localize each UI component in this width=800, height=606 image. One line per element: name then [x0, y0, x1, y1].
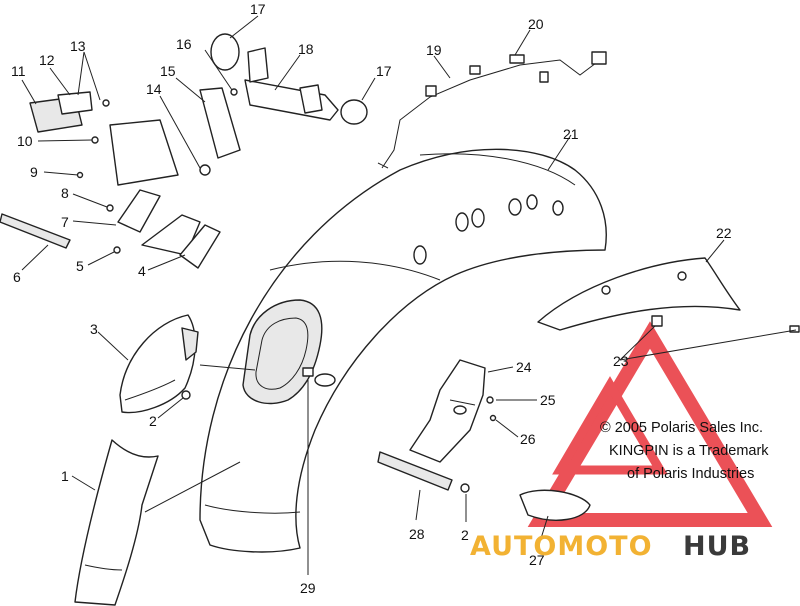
callout-27: 27: [529, 552, 545, 568]
callout-19: 19: [426, 42, 442, 58]
hardware: [76, 88, 497, 493]
watermark-wordmark: AUTOMOTO HUB: [470, 531, 751, 562]
watermark-text-b: HUB: [683, 531, 751, 562]
callout-13: 13: [70, 38, 86, 54]
light-bracket: [244, 47, 339, 121]
callout-2a: 2: [149, 413, 157, 429]
callout-5: 5: [76, 258, 84, 274]
side-reflector: [519, 489, 591, 521]
callout-29: 29: [300, 580, 316, 596]
rear-fender: [199, 148, 607, 553]
callout-4: 4: [138, 263, 146, 279]
callout-15: 15: [160, 63, 176, 79]
callout-22: 22: [716, 225, 732, 241]
watermark-text-a: AUTOMOTO: [470, 531, 653, 562]
copyright-line-3: of Polaris Industries: [627, 466, 754, 482]
mounting-bracket: [409, 359, 486, 463]
copyright-line-1: © 2005 Polaris Sales Inc.: [600, 420, 763, 436]
license-bracket: [109, 87, 241, 186]
callout-26: 26: [520, 431, 536, 447]
callout-8: 8: [61, 185, 69, 201]
reflector-top: [210, 33, 240, 71]
callout-17a: 17: [250, 1, 266, 17]
callout-6: 6: [13, 269, 21, 285]
callout-17b: 17: [376, 63, 392, 79]
callout-18: 18: [298, 41, 314, 57]
callout-12: 12: [39, 52, 55, 68]
reflector-right: [340, 99, 368, 125]
watermark-logo: [527, 321, 773, 527]
callout-9: 9: [30, 164, 38, 180]
callout-7: 7: [61, 214, 69, 230]
callout-20: 20: [528, 16, 544, 32]
fender-trim: [74, 439, 159, 606]
fender-rail: [537, 257, 800, 333]
callout-21: 21: [563, 126, 579, 142]
callout-25: 25: [540, 392, 556, 408]
callout-16: 16: [176, 36, 192, 52]
reflector-strip: [377, 451, 453, 491]
callout-labels: 17 16 18 20 19 17 13 11 12 15 14 21 10 9…: [11, 1, 732, 596]
callout-11: 11: [11, 63, 26, 79]
leader-lines: [21, 15, 797, 575]
callout-10: 10: [17, 133, 33, 149]
taillight-housing: [119, 314, 199, 414]
wiring-harness: [377, 51, 607, 169]
license-light-strip: [0, 213, 71, 249]
callout-2b: 2: [461, 527, 469, 543]
callout-3: 3: [90, 321, 98, 337]
callout-24: 24: [516, 359, 532, 375]
tail-lamp: [29, 91, 93, 133]
callout-28: 28: [409, 526, 425, 542]
callout-23: 23: [613, 353, 629, 369]
copyright-line-2: KINGPIN is a Trademark: [609, 443, 769, 459]
mudflap-brackets: [117, 189, 221, 269]
copyright-notice: © 2005 Polaris Sales Inc. KINGPIN is a T…: [600, 420, 769, 482]
callout-1: 1: [61, 468, 69, 484]
callout-14: 14: [146, 81, 162, 97]
